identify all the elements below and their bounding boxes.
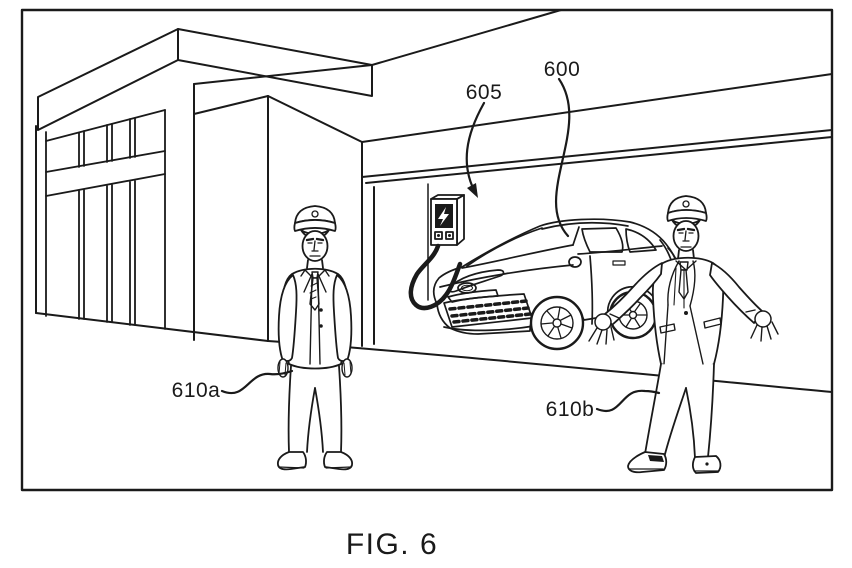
building-side-ledge	[193, 95, 269, 115]
office-building	[35, 28, 373, 342]
valet-right-crotch-fill	[674, 368, 698, 390]
valet-right-face-features	[676, 227, 696, 248]
label-vehicle: 600	[544, 58, 581, 81]
door-handle	[612, 260, 626, 266]
building-windows	[45, 109, 166, 330]
valet-left-trousers	[287, 365, 343, 453]
bumper-lip	[443, 325, 535, 332]
valet-right-soles	[628, 468, 720, 472]
valet-right-arm-right	[709, 262, 763, 324]
building-rear-wall-top	[267, 95, 363, 143]
label-valet-left: 610a	[172, 379, 221, 402]
car-roof-line	[541, 222, 629, 230]
valet-right-arm-left	[604, 262, 663, 326]
building-base-line	[35, 312, 269, 342]
valet-right-shoe-lace	[705, 462, 709, 466]
car-cowl-line	[461, 244, 574, 269]
valet-left-jacket-details	[300, 269, 330, 365]
valet-left-soles	[278, 466, 352, 469]
side-mirror	[568, 256, 582, 268]
garage-fascia-top	[361, 73, 833, 143]
brand-emblem-inner	[461, 284, 473, 292]
front-door-window	[581, 227, 624, 253]
valet-left-shoe-left	[276, 451, 307, 471]
lightning-bolt-icon	[438, 207, 449, 226]
valet-left-fingers	[278, 361, 352, 376]
valet-left-sleeve-left	[277, 274, 298, 362]
valet-right-leg-left-fill	[645, 364, 683, 460]
valet-left-sleeve-right	[332, 274, 353, 362]
arrowhead-605-icon	[467, 183, 478, 198]
valet-right-fingers-right	[745, 309, 779, 342]
valet-right-cap-badge-icon	[682, 200, 690, 208]
valet-right-hand-right	[754, 310, 772, 328]
valet-right-shoe-left-accent	[648, 455, 664, 462]
garage-fascia-bottom-1	[361, 129, 833, 178]
windshield-edge	[572, 226, 580, 246]
label-valet-right: 610b	[546, 398, 595, 421]
car-a-pillar	[466, 227, 543, 267]
leader-line-605	[465, 101, 486, 196]
figure-caption: FIG. 6	[346, 528, 438, 561]
valet-left-cap-badge-icon	[311, 210, 319, 218]
valet-figure-right	[588, 195, 779, 474]
charger-indicator-lights	[434, 231, 454, 240]
door-seam	[589, 255, 594, 325]
leader-line-610b	[595, 389, 661, 412]
leader-line-600	[554, 77, 571, 238]
rear-quarter-window	[625, 228, 657, 253]
valet-right-jacket-details	[659, 260, 722, 365]
valet-left-shoe-right	[323, 451, 354, 471]
headlight	[447, 269, 505, 293]
valet-right-trousers	[644, 363, 715, 459]
valet-left-face-features	[305, 237, 325, 257]
valet-figure-left	[276, 205, 354, 471]
ev-charger	[430, 194, 465, 246]
building-roof-back-edge	[193, 64, 373, 85]
annotations: 605 600 610a 610b	[172, 58, 661, 421]
valet-left-cap-band	[293, 219, 337, 232]
garage-roofline	[371, 9, 562, 66]
valet-right-fingers-left	[588, 313, 620, 345]
garage-structure	[361, 9, 833, 347]
label-charging-station: 605	[466, 81, 503, 104]
valet-left-neck	[306, 259, 324, 269]
front-wheel	[529, 295, 585, 351]
building-cornice-right-face	[177, 28, 373, 97]
garage-fascia-bottom-2	[365, 136, 833, 184]
leader-line-610a	[220, 369, 294, 395]
valet-right-hand-left	[594, 313, 612, 331]
car-belt-line	[577, 245, 663, 255]
valet-right-cap-band	[666, 209, 708, 222]
charging-cable	[408, 243, 463, 311]
